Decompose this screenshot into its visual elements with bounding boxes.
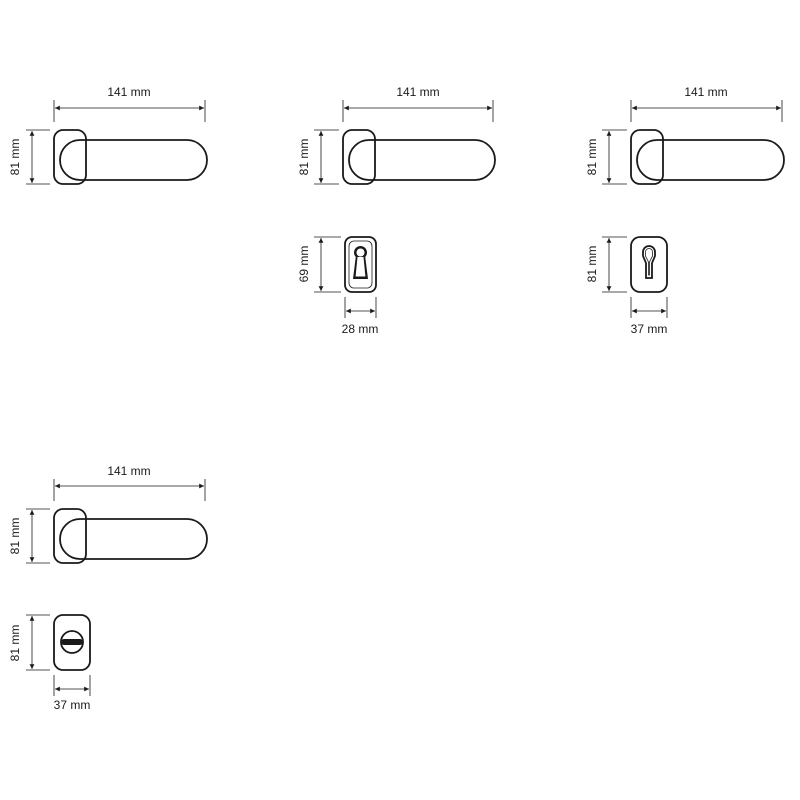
- drawing-4: 141 mm 81 mm 81 mm 37 mm: [8, 464, 208, 712]
- escutcheon-keyhole: [344, 236, 377, 293]
- handle-2-height-label: 81 mm: [297, 139, 311, 176]
- escutcheon-keyhole-height-dimension: 69 mm: [297, 236, 341, 293]
- escutcheon-euro-cylinder: [630, 236, 668, 293]
- handle-1-height-dimension: 81 mm: [8, 129, 50, 185]
- handle-rose: [53, 129, 87, 185]
- escutcheon-keyhole-height-label: 69 mm: [297, 246, 311, 283]
- escutcheon-euro-height-dimension: 81 mm: [585, 236, 627, 293]
- handle-lever: [59, 518, 208, 560]
- escutcheon-keyhole-width-dimension: 28 mm: [342, 297, 379, 336]
- escutcheon-euro-height-label: 81 mm: [585, 246, 599, 283]
- handle-2-width-dimension: 141 mm: [342, 85, 494, 122]
- handle-3: [630, 129, 785, 185]
- escutcheon-plate: [344, 236, 377, 293]
- escutcheon-wc-width-dimension: 37 mm: [53, 675, 91, 712]
- escutcheon-wc-height-label: 81 mm: [8, 625, 22, 662]
- handle-4-height-dimension: 81 mm: [8, 508, 50, 564]
- handle-3-width-label: 141 mm: [684, 85, 727, 99]
- escutcheon-wc-height-dimension: 81 mm: [8, 614, 50, 671]
- escutcheon-bevel: [348, 240, 373, 289]
- keyhole-inner: [356, 248, 365, 257]
- handle-rose: [53, 508, 87, 564]
- handle-3-height-label: 81 mm: [585, 139, 599, 176]
- escutcheon-euro-width-label: 37 mm: [631, 322, 668, 336]
- escutcheon-wc-width-label: 37 mm: [54, 698, 91, 712]
- drawing-1: 141 mm 81 mm: [8, 85, 208, 185]
- handle-rose: [342, 129, 376, 185]
- handle-4-width-dimension: 141 mm: [53, 464, 206, 501]
- handle-lever: [636, 139, 785, 181]
- escutcheon-wc-turn: [53, 614, 91, 671]
- drawing-2: 141 mm 81 mm 69 mm 28 mm: [297, 85, 496, 336]
- escutcheon-keyhole-width-label: 28 mm: [342, 322, 379, 336]
- escutcheon-plate: [53, 614, 91, 671]
- handle-1-width-dimension: 141 mm: [53, 85, 206, 122]
- handle-4-height-label: 81 mm: [8, 518, 22, 555]
- handle-1-width-label: 141 mm: [107, 85, 150, 99]
- handle-2: [342, 129, 496, 185]
- handle-lever: [59, 139, 208, 181]
- handle-2-height-dimension: 81 mm: [297, 129, 339, 185]
- escutcheon-euro-width-dimension: 37 mm: [630, 297, 668, 336]
- euro-cylinder-inner: [645, 248, 653, 276]
- euro-cylinder-icon: [642, 245, 656, 279]
- handle-4: [53, 508, 208, 564]
- handle-3-width-dimension: 141 mm: [630, 85, 783, 122]
- drawing-3: 141 mm 81 mm 81 mm 37 mm: [585, 85, 785, 336]
- handle-4-width-label: 141 mm: [107, 464, 150, 478]
- handle-rose: [630, 129, 664, 185]
- keyhole-inner-slot: [355, 257, 366, 277]
- handle-1-height-label: 81 mm: [8, 139, 22, 176]
- handle-2-width-label: 141 mm: [396, 85, 439, 99]
- handle-lever: [348, 139, 496, 181]
- wc-turn-bar: [61, 639, 83, 645]
- handle-3-height-dimension: 81 mm: [585, 129, 627, 185]
- escutcheon-plate: [630, 236, 668, 293]
- handle-1: [53, 129, 208, 185]
